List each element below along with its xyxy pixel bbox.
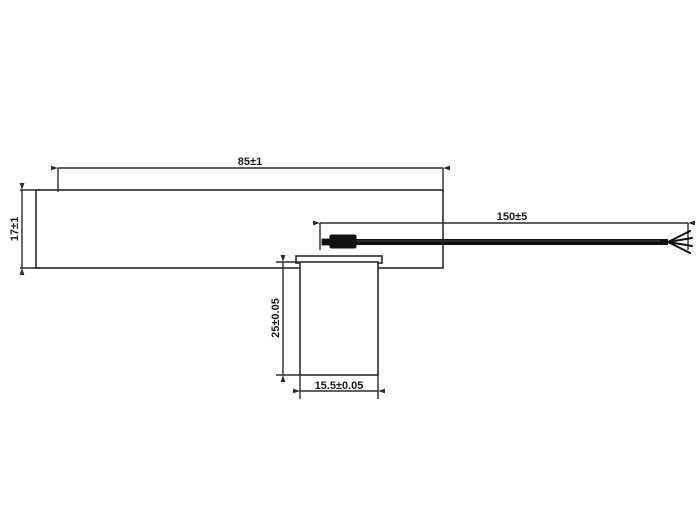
dimension-cylinder-height: 25±0.05: [270, 255, 299, 382]
dimension-overall-length: 85±1: [51, 156, 450, 192]
dimension-cylinder-width: 15.5±0.05: [293, 373, 385, 399]
connector-strain-relief: [321, 238, 332, 246]
wire-strand-2: [667, 237, 693, 243]
main-body-outline: [35, 189, 444, 269]
dimension-label-body-height: 17±1: [9, 217, 21, 241]
dimension-body-height: 17±1: [9, 183, 40, 275]
cable-connector-block: [329, 234, 357, 249]
dimension-label-overall-length: 85±1: [238, 156, 262, 168]
cylinder-barrel: [299, 261, 379, 376]
cylinder-housing: [295, 255, 383, 376]
wire-strand-ends: [667, 230, 693, 254]
dimension-label-cable-length: 150±5: [497, 211, 528, 223]
wire-harness: [321, 234, 668, 249]
wire-strand-1: [667, 230, 691, 243]
wire-strand-4: [667, 241, 691, 254]
dimension-label-cylinder-height: 25±0.05: [270, 298, 282, 338]
dimension-label-cylinder-width: 15.5±0.05: [315, 380, 364, 392]
body-rectangle: [35, 189, 444, 269]
wire-strand-3: [667, 241, 693, 247]
